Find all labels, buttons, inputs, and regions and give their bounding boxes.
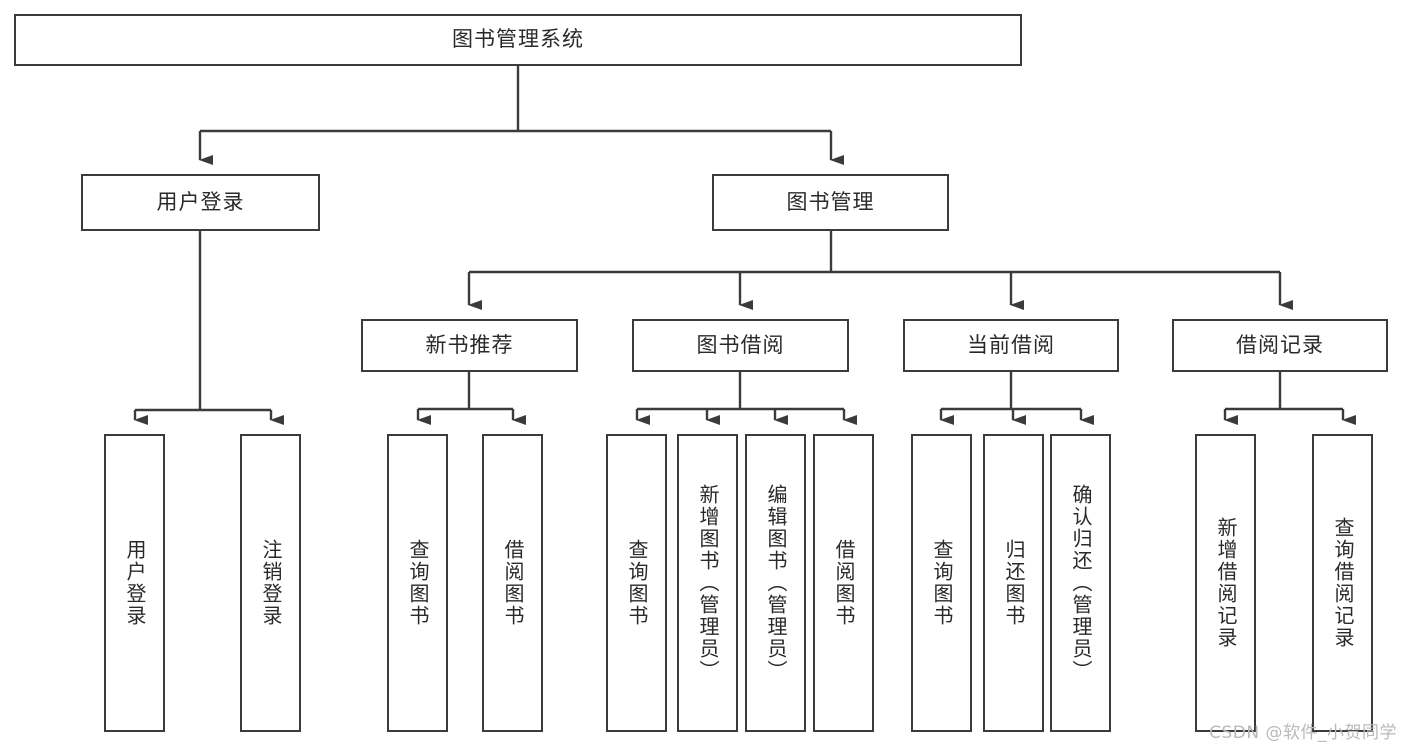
leaf-user-logout-label: 注销登录 [259,539,283,627]
leaf-user-login-label: 用户登录 [123,539,147,627]
node-book-management[interactable]: 图书管理 [712,174,949,231]
leaf-user-login[interactable]: 用户登录 [104,434,165,732]
leaf-return-book-label: 归还图书 [1002,539,1026,627]
leaf-add-borrow-record[interactable]: 新增借阅记录 [1195,434,1256,732]
leaf-confirm-return-admin[interactable]: 确认归还（管理员） [1050,434,1111,732]
node-new-book-recommend-label: 新书推荐 [425,332,514,357]
leaf-query-book-new-label: 查询图书 [406,539,430,627]
csdn-watermark: CSDN @软件_小贺同学 [1209,723,1397,743]
leaf-user-logout[interactable]: 注销登录 [240,434,301,732]
node-current-borrow-label: 当前借阅 [967,332,1055,357]
leaf-return-book[interactable]: 归还图书 [983,434,1044,732]
node-book-management-label: 图书管理 [786,189,875,214]
node-user-login[interactable]: 用户登录 [81,174,320,231]
node-book-borrow-label: 图书借阅 [696,332,785,357]
node-user-login-label: 用户登录 [156,189,245,214]
leaf-add-borrow-record-label: 新增借阅记录 [1214,517,1238,649]
node-root[interactable]: 图书管理系统 [14,14,1022,66]
leaf-query-book-current-label: 查询图书 [930,539,954,627]
leaf-add-book-admin[interactable]: 新增图书（管理员） [677,434,738,732]
leaf-query-book-new[interactable]: 查询图书 [387,434,448,732]
leaf-query-book-current[interactable]: 查询图书 [911,434,972,732]
node-borrow-record-label: 借阅记录 [1236,332,1324,357]
leaf-confirm-return-admin-label: 确认归还（管理员） [1069,484,1093,682]
leaf-query-book-borrow[interactable]: 查询图书 [606,434,667,732]
leaf-edit-book-admin[interactable]: 编辑图书（管理员） [745,434,806,732]
leaf-borrow-book-new-label: 借阅图书 [501,539,525,627]
leaf-edit-book-admin-label: 编辑图书（管理员） [764,484,788,682]
leaf-add-book-admin-label: 新增图书（管理员） [696,484,720,682]
node-root-label: 图书管理系统 [452,27,584,52]
leaf-query-book-borrow-label: 查询图书 [625,539,649,627]
node-book-borrow[interactable]: 图书借阅 [632,319,849,372]
leaf-query-borrow-record-label: 查询借阅记录 [1331,517,1355,649]
node-new-book-recommend[interactable]: 新书推荐 [361,319,578,372]
node-borrow-record[interactable]: 借阅记录 [1172,319,1388,372]
leaf-query-borrow-record[interactable]: 查询借阅记录 [1312,434,1373,732]
node-current-borrow[interactable]: 当前借阅 [903,319,1119,372]
leaf-borrow-book[interactable]: 借阅图书 [813,434,874,732]
leaf-borrow-book-label: 借阅图书 [832,539,856,627]
leaf-borrow-book-new[interactable]: 借阅图书 [482,434,543,732]
